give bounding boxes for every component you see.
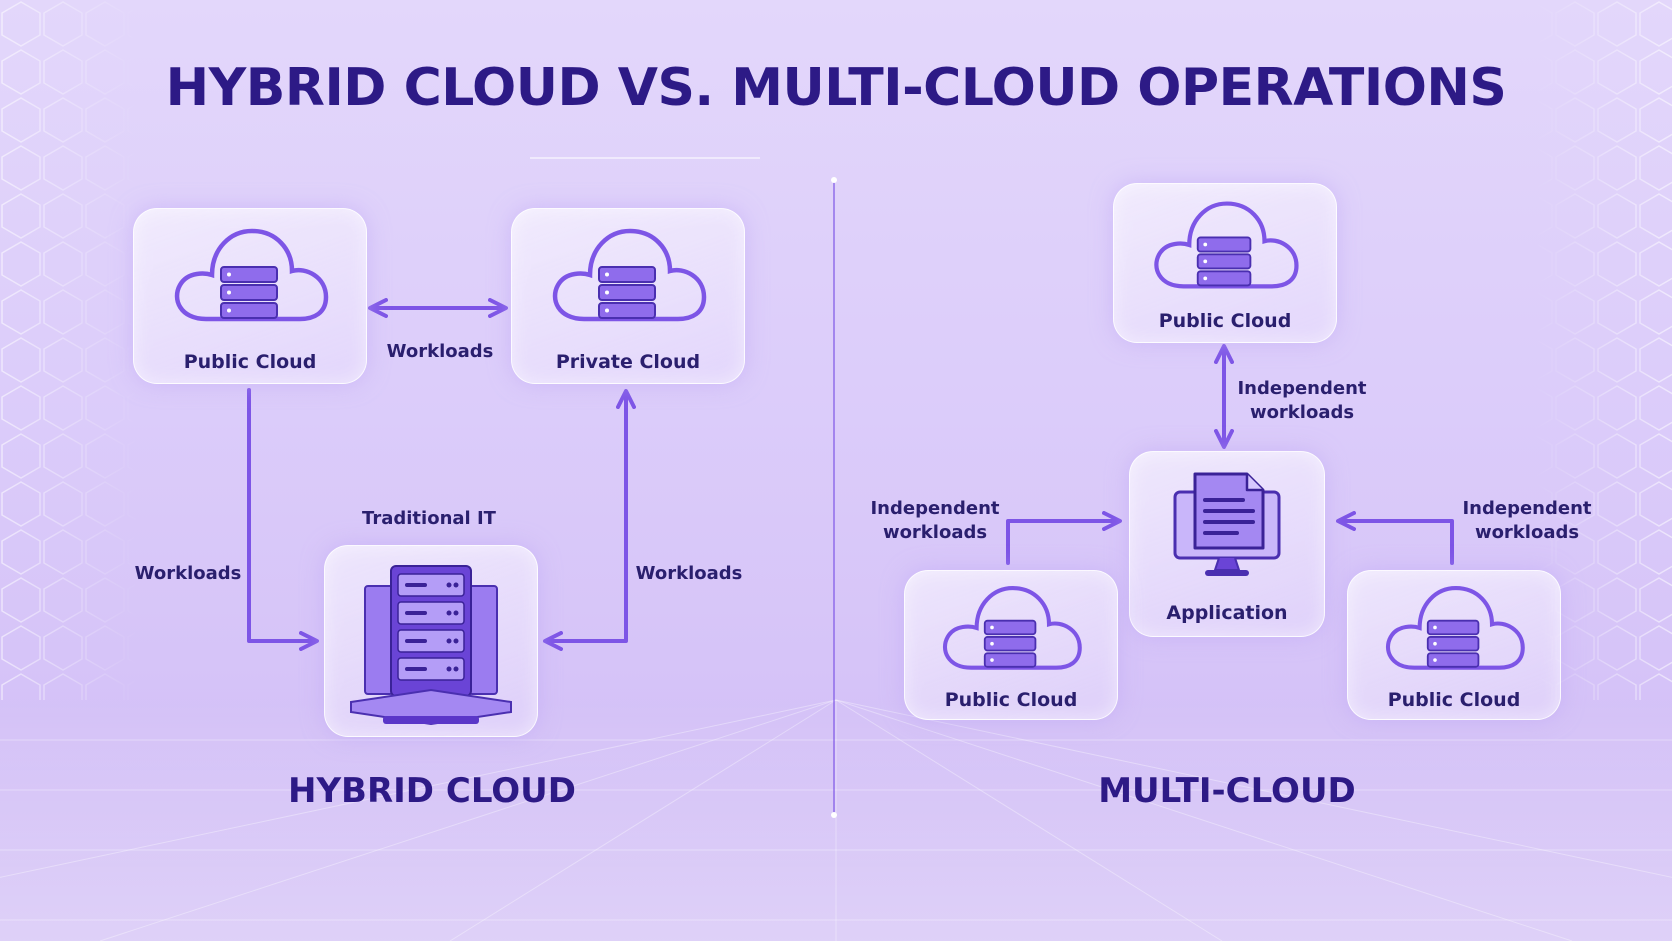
traditional-it-label: Traditional IT xyxy=(362,508,496,529)
multi-left-public-cloud-card: Public Cloud xyxy=(904,570,1118,720)
independent-left-line1: Independent xyxy=(870,498,1000,519)
independent-top-line1: Independent xyxy=(1237,378,1367,399)
multi-top-public-cloud-card: Public Cloud xyxy=(1113,183,1337,343)
hybrid-private-cloud-label: Private Cloud xyxy=(555,351,701,373)
hybrid-workloads-left-label: Workloads xyxy=(134,563,242,584)
hybrid-workloads-top-label: Workloads xyxy=(386,341,494,362)
independent-right-line2: workloads xyxy=(1474,522,1580,543)
multi-independent-top-label: Independent workloads xyxy=(1232,377,1372,425)
application-card: Application xyxy=(1129,451,1325,637)
arrow-public-to-traditional xyxy=(247,388,319,651)
multi-cloud-section-title: MULTI-CLOUD xyxy=(1098,771,1356,811)
hybrid-workloads-right-label: Workloads xyxy=(635,563,743,584)
independent-right-line1: Independent xyxy=(1462,498,1592,519)
multi-top-public-cloud-label: Public Cloud xyxy=(1158,310,1292,332)
independent-left-line2: workloads xyxy=(882,522,988,543)
application-label: Application xyxy=(1166,602,1288,624)
application-monitor-icon xyxy=(1173,472,1281,576)
cloud-server-icon xyxy=(942,586,1082,670)
arrow-right-cloud-app xyxy=(1336,511,1454,565)
hybrid-public-cloud-card: Public Cloud xyxy=(133,208,367,384)
arrow-traditional-to-private xyxy=(543,389,636,651)
hybrid-cloud-section-title: HYBRID CLOUD xyxy=(287,771,577,811)
independent-top-line2: workloads xyxy=(1249,402,1355,423)
cloud-server-icon xyxy=(1385,586,1525,670)
page-title: HYBRID CLOUD VS. MULTI-CLOUD OPERATIONS xyxy=(165,58,1507,118)
hybrid-private-cloud-card: Private Cloud xyxy=(511,208,745,384)
multi-left-public-cloud-label: Public Cloud xyxy=(944,689,1078,711)
cloud-server-icon xyxy=(552,228,707,322)
multi-independent-left-label: Independent workloads xyxy=(865,497,1005,545)
server-rack-icon xyxy=(350,565,512,726)
traditional-it-card xyxy=(324,545,538,737)
multi-right-public-cloud-card: Public Cloud xyxy=(1347,570,1561,720)
cloud-server-icon xyxy=(1154,201,1299,289)
multi-right-public-cloud-label: Public Cloud xyxy=(1387,689,1521,711)
arrow-left-cloud-app xyxy=(1006,511,1122,565)
multi-independent-right-label: Independent workloads xyxy=(1457,497,1597,545)
cloud-server-icon xyxy=(174,228,329,322)
hybrid-public-cloud-label: Public Cloud xyxy=(183,351,317,373)
